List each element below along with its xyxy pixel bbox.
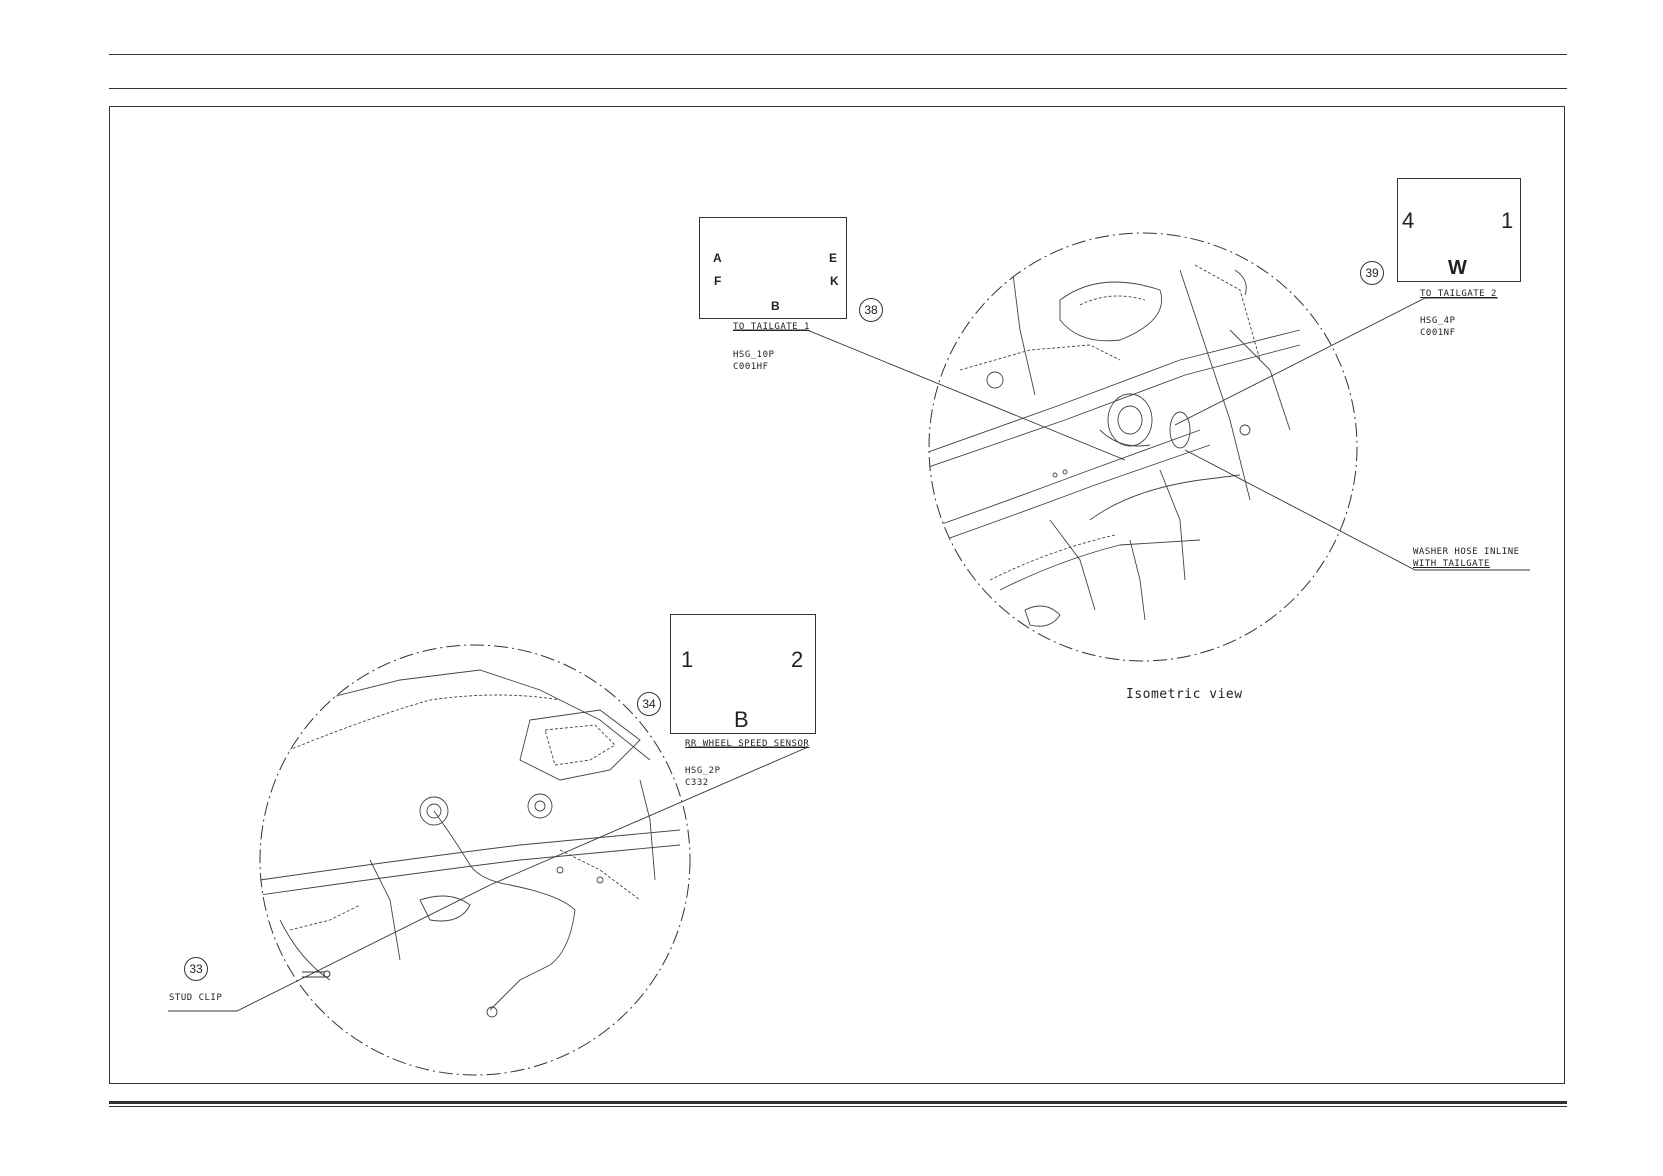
connector-34-code: C332	[685, 778, 709, 788]
connector-39-box	[1397, 178, 1521, 282]
washer-note-line1: WASHER HOSE INLINE	[1413, 547, 1520, 557]
stud-clip-fastener	[302, 970, 331, 978]
callout-33: 33	[184, 957, 208, 981]
washer-note-line2: WITH TAILGATE	[1413, 559, 1490, 569]
callout-39: 39	[1360, 261, 1384, 285]
callout-34: 34	[637, 692, 661, 716]
connector-38-pin-f: F	[714, 274, 722, 288]
connector-38-pin-b: B	[771, 299, 780, 313]
connector-38-title: TO TAILGATE 1	[733, 322, 810, 332]
connector-34-pin-1: 1	[681, 647, 694, 672]
connector-38-pin-e: E	[829, 251, 838, 265]
connector-39-pin-4: 4	[1402, 208, 1415, 233]
connector-38-housing: HSG_10P	[733, 350, 775, 360]
wheel-speed-detail-circle	[259, 644, 691, 1076]
stud-clip-label: STUD CLIP	[169, 993, 223, 1003]
isometric-view-title: Isometric view	[1126, 687, 1243, 702]
connector-39-code: C001NF	[1420, 328, 1456, 338]
bottom-rule-thin	[109, 1106, 1567, 1107]
bottom-rule-thick	[109, 1101, 1567, 1104]
callout-38: 38	[859, 298, 883, 322]
connector-39-title: TO TAILGATE 2	[1420, 289, 1497, 299]
connector-39-housing: HSG_4P	[1420, 316, 1456, 326]
top-rule-1	[109, 54, 1567, 55]
connector-38-pin-k: K	[830, 274, 839, 288]
isometric-detail-circle	[928, 232, 1358, 662]
top-rule-2	[109, 88, 1567, 89]
connector-38-code: C001HF	[733, 362, 769, 372]
connector-34-box	[670, 614, 816, 734]
drawing-frame	[109, 106, 1565, 1084]
connector-34-pin-2: 2	[791, 647, 804, 672]
connector-34-pin-b: B	[734, 707, 749, 732]
connector-34-housing: HSG_2P	[685, 766, 721, 776]
leader-lines	[168, 297, 1530, 1012]
connector-34-title: RR WHEEL SPEED SENSOR	[685, 739, 810, 749]
connector-39-pin-w: W	[1448, 257, 1467, 279]
connector-38-pin-a: A	[713, 251, 722, 265]
connector-38-box	[699, 217, 847, 319]
connector-39-pin-1: 1	[1501, 208, 1514, 233]
